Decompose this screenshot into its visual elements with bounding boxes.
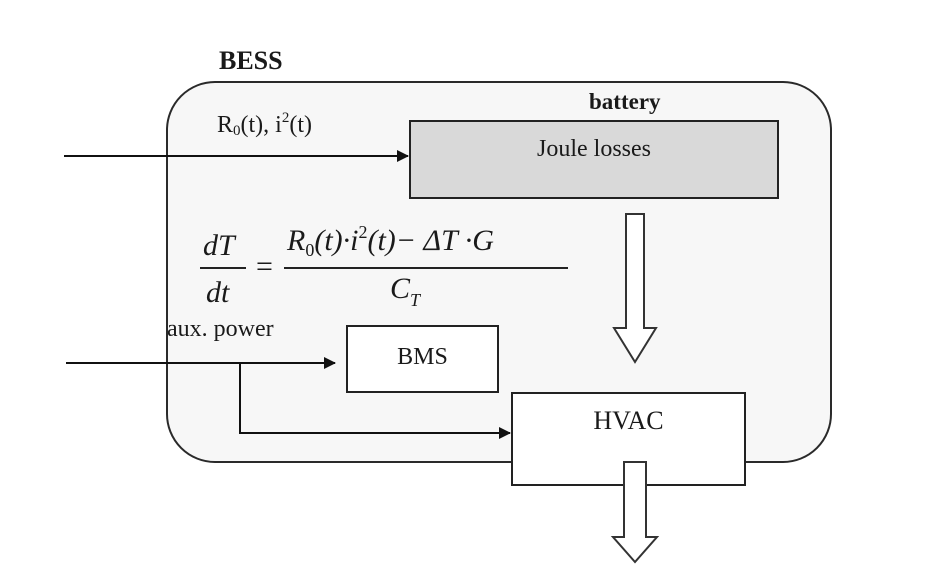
equation-lhs-denominator: dt xyxy=(206,276,230,309)
eq-num-b-sup: 2 xyxy=(358,222,368,242)
input-rest1: (t), i xyxy=(240,112,282,138)
battery-label: battery xyxy=(589,89,661,114)
joule-losses-label: Joule losses xyxy=(537,136,651,162)
heat-flow-arrow xyxy=(612,213,658,364)
bess-label: BESS xyxy=(219,46,283,75)
aux-power-label: aux. power xyxy=(167,316,274,342)
input-base: R xyxy=(217,112,234,138)
battery-input-label: R0(t), i2(t) xyxy=(217,111,312,139)
bms-label: BMS xyxy=(397,344,448,370)
equation-equals: = xyxy=(256,250,273,283)
aux-to-hvac-arrow xyxy=(239,363,511,439)
eq-den-sub: T xyxy=(410,290,421,310)
bms-block xyxy=(346,325,499,393)
equation-rhs-numerator: R0(t)·i2(t)− ΔT ·G xyxy=(287,223,494,259)
eq-num-b: (t)·i xyxy=(314,224,359,257)
input-rest2: (t) xyxy=(289,112,312,138)
eq-den-c: C xyxy=(390,272,411,305)
hvac-label: HVAC xyxy=(593,406,664,435)
equation-rhs-denominator: CT xyxy=(390,272,421,310)
joule-losses-block xyxy=(409,120,779,199)
equation-lhs-numerator: dT xyxy=(203,229,235,262)
eq-num-a-sub: 0 xyxy=(305,240,315,260)
hvac-output-arrow xyxy=(610,461,660,564)
eq-num-c: (t)− ΔT ·G xyxy=(367,224,494,257)
input-sup: 2 xyxy=(281,110,290,126)
input-sub: 0 xyxy=(233,123,241,139)
eq-num-a: R xyxy=(287,224,306,257)
